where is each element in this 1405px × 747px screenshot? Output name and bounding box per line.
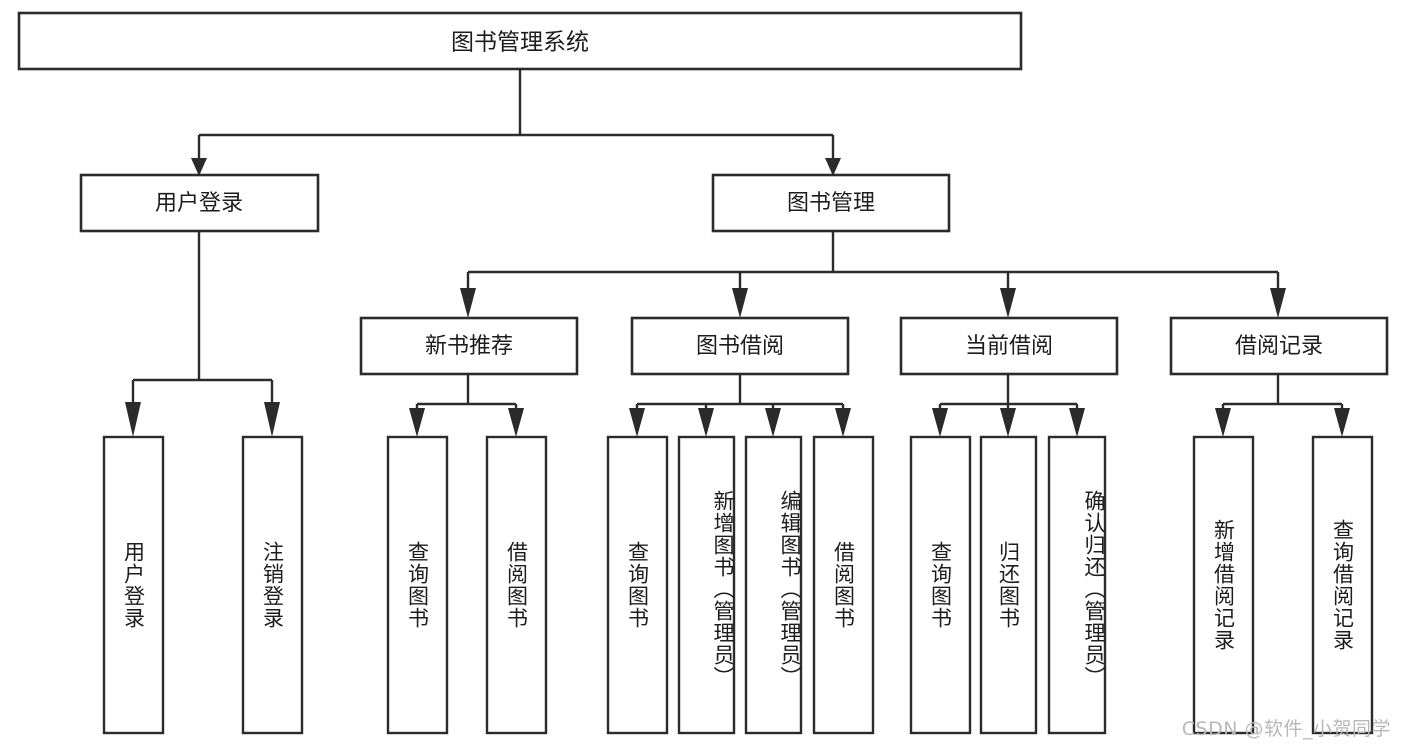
arrow-head-current-borrow xyxy=(1000,288,1016,318)
leaf-return-book-box[interactable] xyxy=(979,435,1038,735)
node-current-borrow-box[interactable] xyxy=(899,316,1119,376)
arrow-head-leaf-borrow-book-1 xyxy=(508,408,524,437)
leaf-query-book-3-box[interactable] xyxy=(909,435,972,735)
leaf-logout-box[interactable] xyxy=(241,435,304,735)
arrow-head-leaf-confirm-return xyxy=(1069,408,1085,437)
node-user-login[interactable]: 用户登录 xyxy=(79,173,320,233)
leaf-edit-book-box[interactable] xyxy=(744,435,803,735)
node-book-manage[interactable]: 图书管理 xyxy=(711,173,951,233)
leaf-add-record-box[interactable] xyxy=(1192,435,1255,735)
arrow-head-leaf-edit-book xyxy=(765,408,781,437)
node-borrow-record-box[interactable] xyxy=(1169,316,1389,376)
leaf-query-book-2-box[interactable] xyxy=(606,435,669,735)
node-book-borrow-label: 图书借阅 xyxy=(696,334,784,359)
node-new-book-rec-box[interactable] xyxy=(359,316,579,376)
leaf-borrow-book-2-box[interactable] xyxy=(812,435,875,735)
leaf-user-login-box[interactable] xyxy=(102,435,165,735)
arrow-head-leaf-return-book xyxy=(1000,408,1016,437)
node-book-manage-box[interactable] xyxy=(711,173,951,233)
arrow-head-leaf-user-login xyxy=(125,402,141,437)
leaf-confirm-return-box[interactable] xyxy=(1047,435,1107,735)
leaf-query-record-box[interactable] xyxy=(1311,435,1374,735)
node-root-box[interactable] xyxy=(17,11,1023,71)
arrow-head-book-borrow xyxy=(732,288,748,318)
arrow-head-leaf-query-book-1 xyxy=(409,408,425,437)
arrow-head-borrow-record xyxy=(1270,288,1286,318)
node-current-borrow[interactable]: 当前借阅 xyxy=(899,316,1119,376)
arrow-head-leaf-query-book-2 xyxy=(629,408,645,437)
node-new-book-rec-label: 新书推荐 xyxy=(425,334,513,359)
node-new-book-rec[interactable]: 新书推荐 xyxy=(359,316,579,376)
leaf-add-book-box[interactable] xyxy=(677,435,736,735)
leaf-box-group xyxy=(102,435,1374,735)
leaf-query-book-1-box[interactable] xyxy=(386,435,449,735)
arrow-head-leaf-logout xyxy=(264,402,280,437)
node-book-borrow-box[interactable] xyxy=(630,316,850,376)
node-borrow-record[interactable]: 借阅记录 xyxy=(1169,316,1389,376)
arrow-head-leaf-query-book-3 xyxy=(932,408,948,437)
arrow-head-leaf-add-book xyxy=(698,408,714,437)
node-book-borrow[interactable]: 图书借阅 xyxy=(630,316,850,376)
arrow-head-book-manage xyxy=(825,158,841,176)
arrow-head-leaf-add-record xyxy=(1215,408,1231,437)
arrow-head-leaf-query-record xyxy=(1334,408,1350,437)
watermark-text: CSDN @软件_小贺同学 xyxy=(1181,718,1391,740)
node-user-login-label: 用户登录 xyxy=(155,191,243,216)
node-root-label: 图书管理系统 xyxy=(451,30,589,56)
node-book-manage-label: 图书管理 xyxy=(787,191,875,216)
node-current-borrow-label: 当前借阅 xyxy=(965,334,1053,359)
arrow-head-leaf-borrow-book-2 xyxy=(835,408,851,437)
node-borrow-record-label: 借阅记录 xyxy=(1235,334,1323,359)
node-root[interactable]: 图书管理系统 xyxy=(17,11,1023,71)
connector-group xyxy=(125,69,1350,437)
arrow-head-user-login xyxy=(191,158,207,176)
leaf-borrow-book-1-box[interactable] xyxy=(485,435,548,735)
node-user-login-box[interactable] xyxy=(79,173,320,233)
arrow-head-new-book-rec xyxy=(460,288,476,318)
